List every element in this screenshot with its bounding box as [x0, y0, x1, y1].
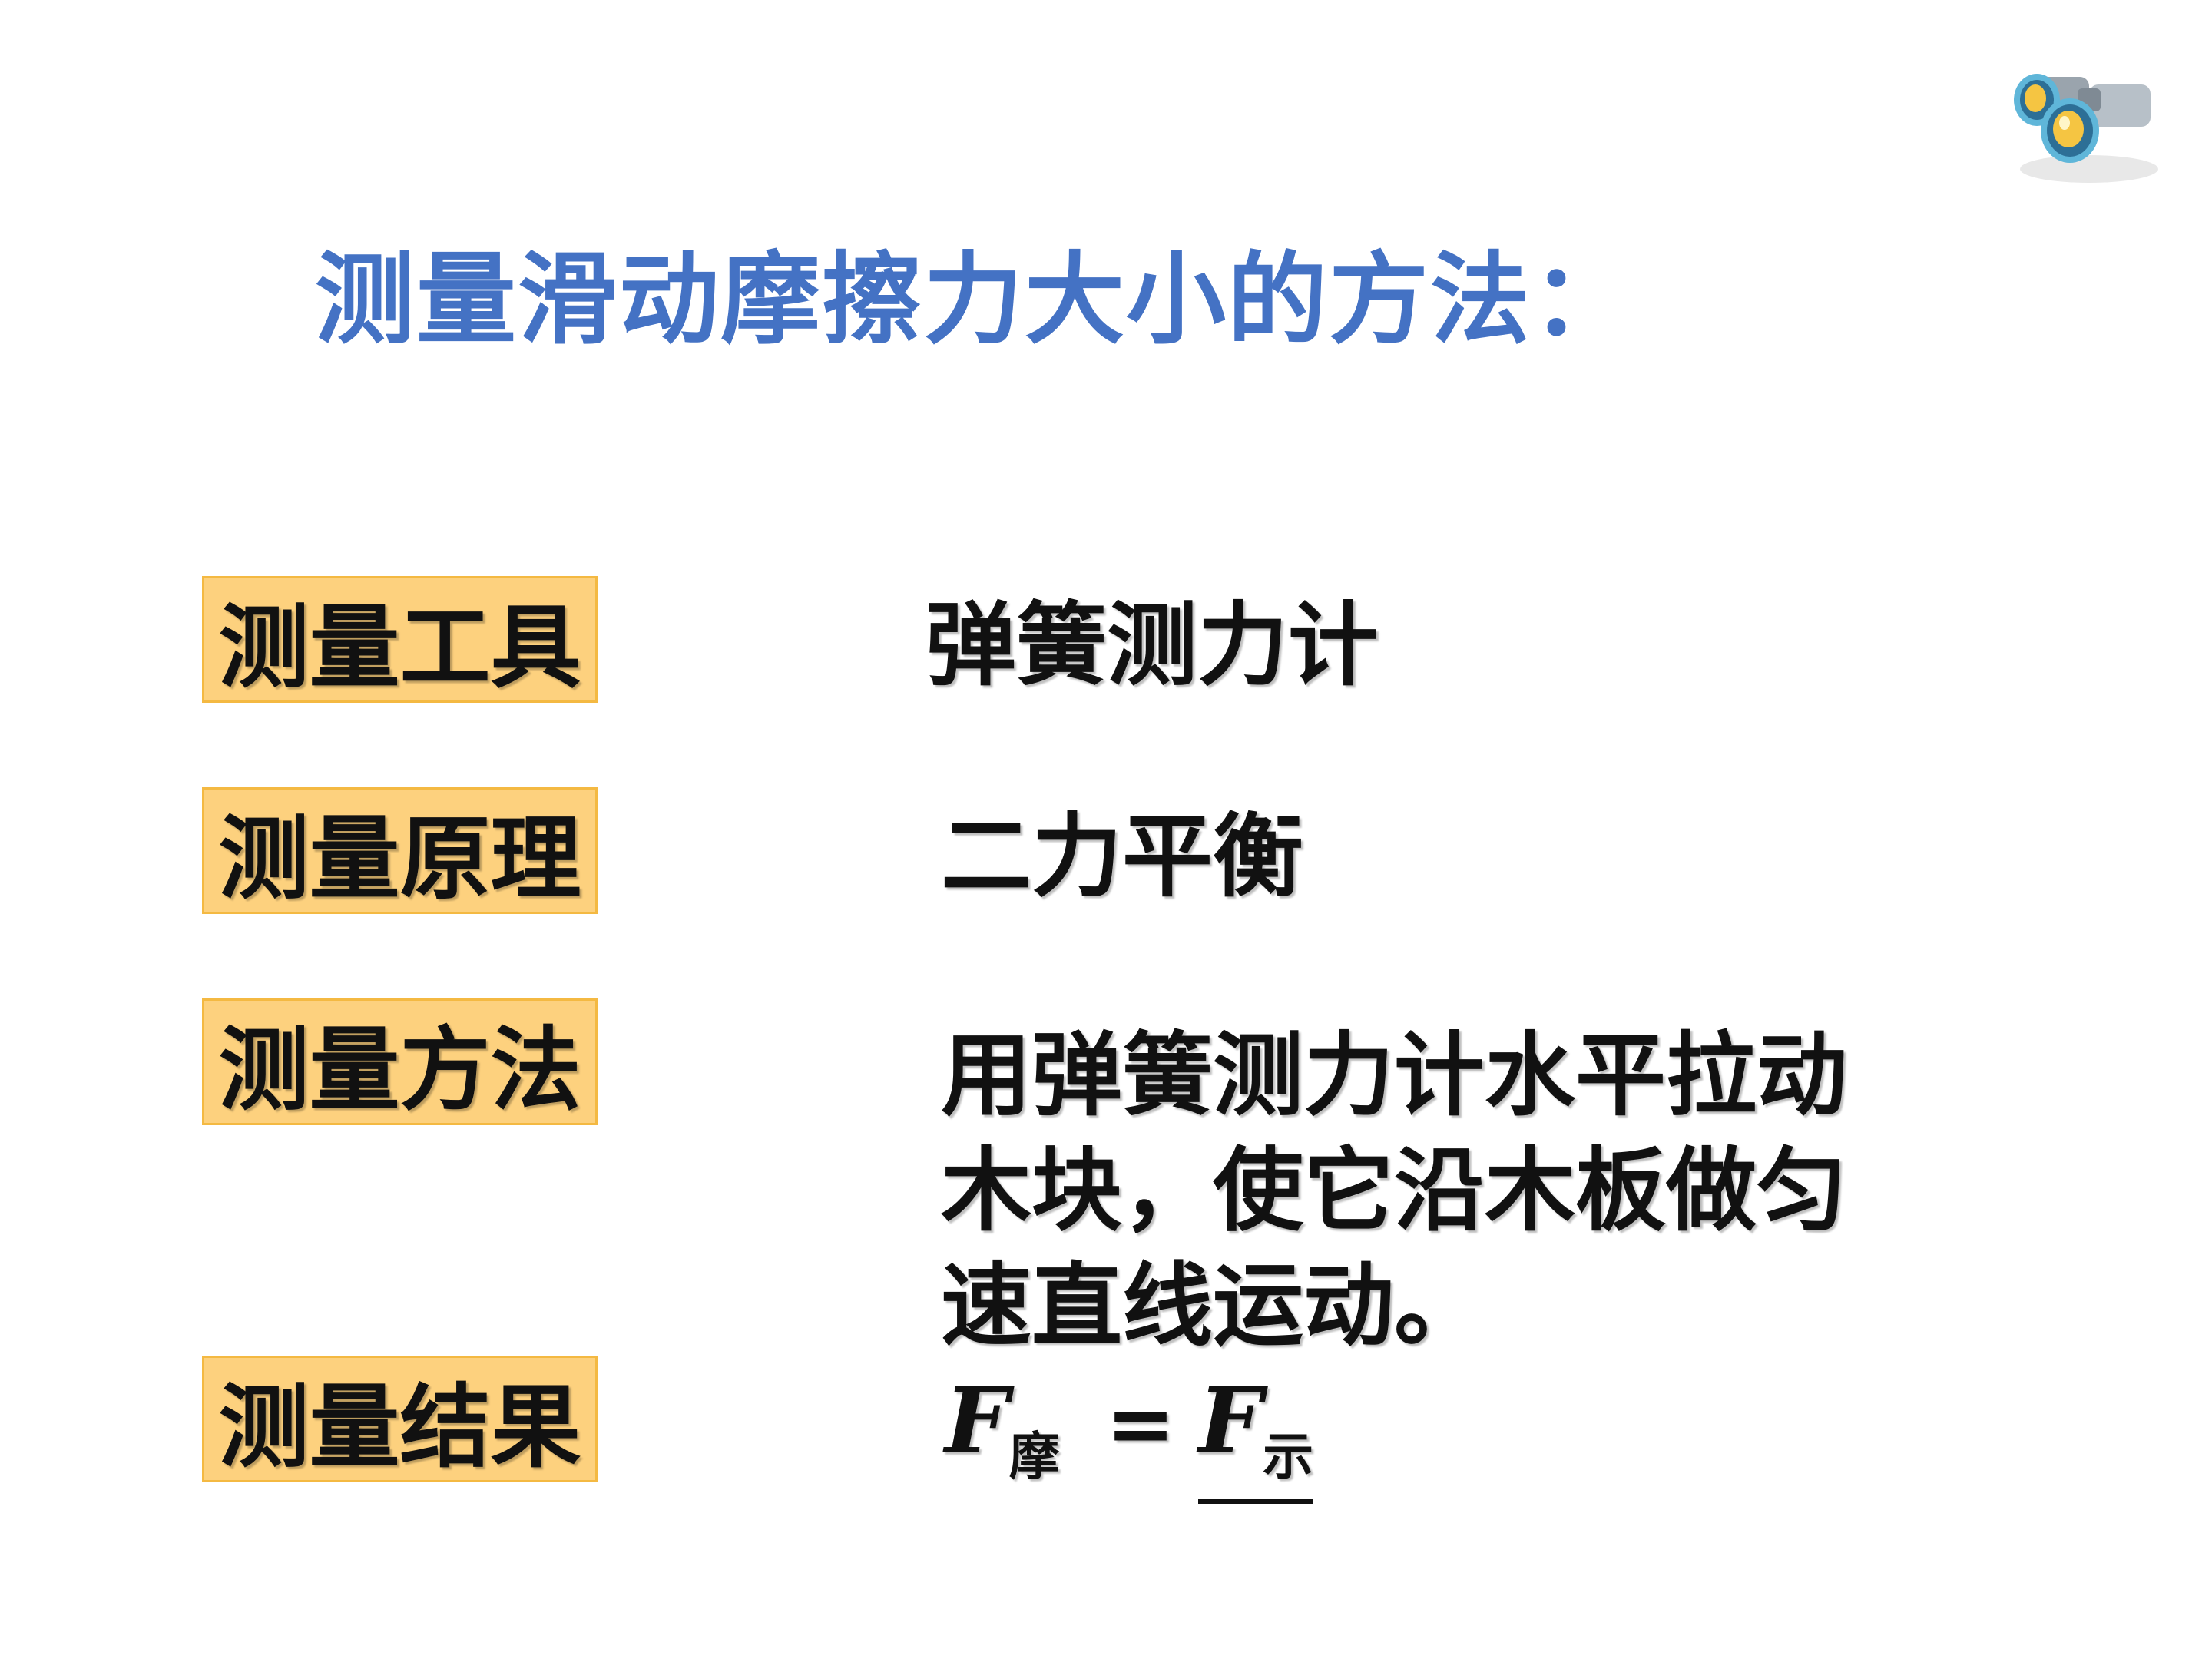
formula-answer: F示 — [1198, 1376, 1314, 1504]
reading-subscript: 示 — [1263, 1427, 1314, 1486]
value-measuring-principle: 二力平衡 — [941, 803, 1304, 909]
label-measuring-method: 测量方法 — [202, 998, 598, 1125]
friction-force-symbol: F — [945, 1367, 1009, 1474]
label-measuring-result: 测量结果 — [202, 1356, 598, 1482]
method-line: 木块，使它沿木板做匀 — [941, 1137, 1848, 1243]
binoculars-icon — [2014, 74, 2158, 183]
label-measuring-principle: 测量原理 — [202, 787, 598, 914]
value-measuring-tool: 弹簧测力计 — [926, 592, 1379, 698]
slide-title: 测量滑动摩擦力大小的方法： — [315, 241, 1634, 358]
method-line: 速直线运动。 — [941, 1253, 1485, 1359]
value-measuring-method: 用弹簧测力计水平拉动 木块，使它沿木板做匀 速直线运动。 — [941, 1018, 1847, 1363]
friction-subscript: 摩 — [1008, 1427, 1060, 1486]
result-formula: F摩=F示 — [945, 1367, 1314, 1504]
method-line: 用弹簧测力计水平拉动 — [941, 1022, 1848, 1128]
reading-force-symbol: F — [1198, 1367, 1263, 1474]
equals-sign: = — [1105, 1376, 1176, 1472]
label-measuring-tool: 测量工具 — [202, 576, 598, 703]
